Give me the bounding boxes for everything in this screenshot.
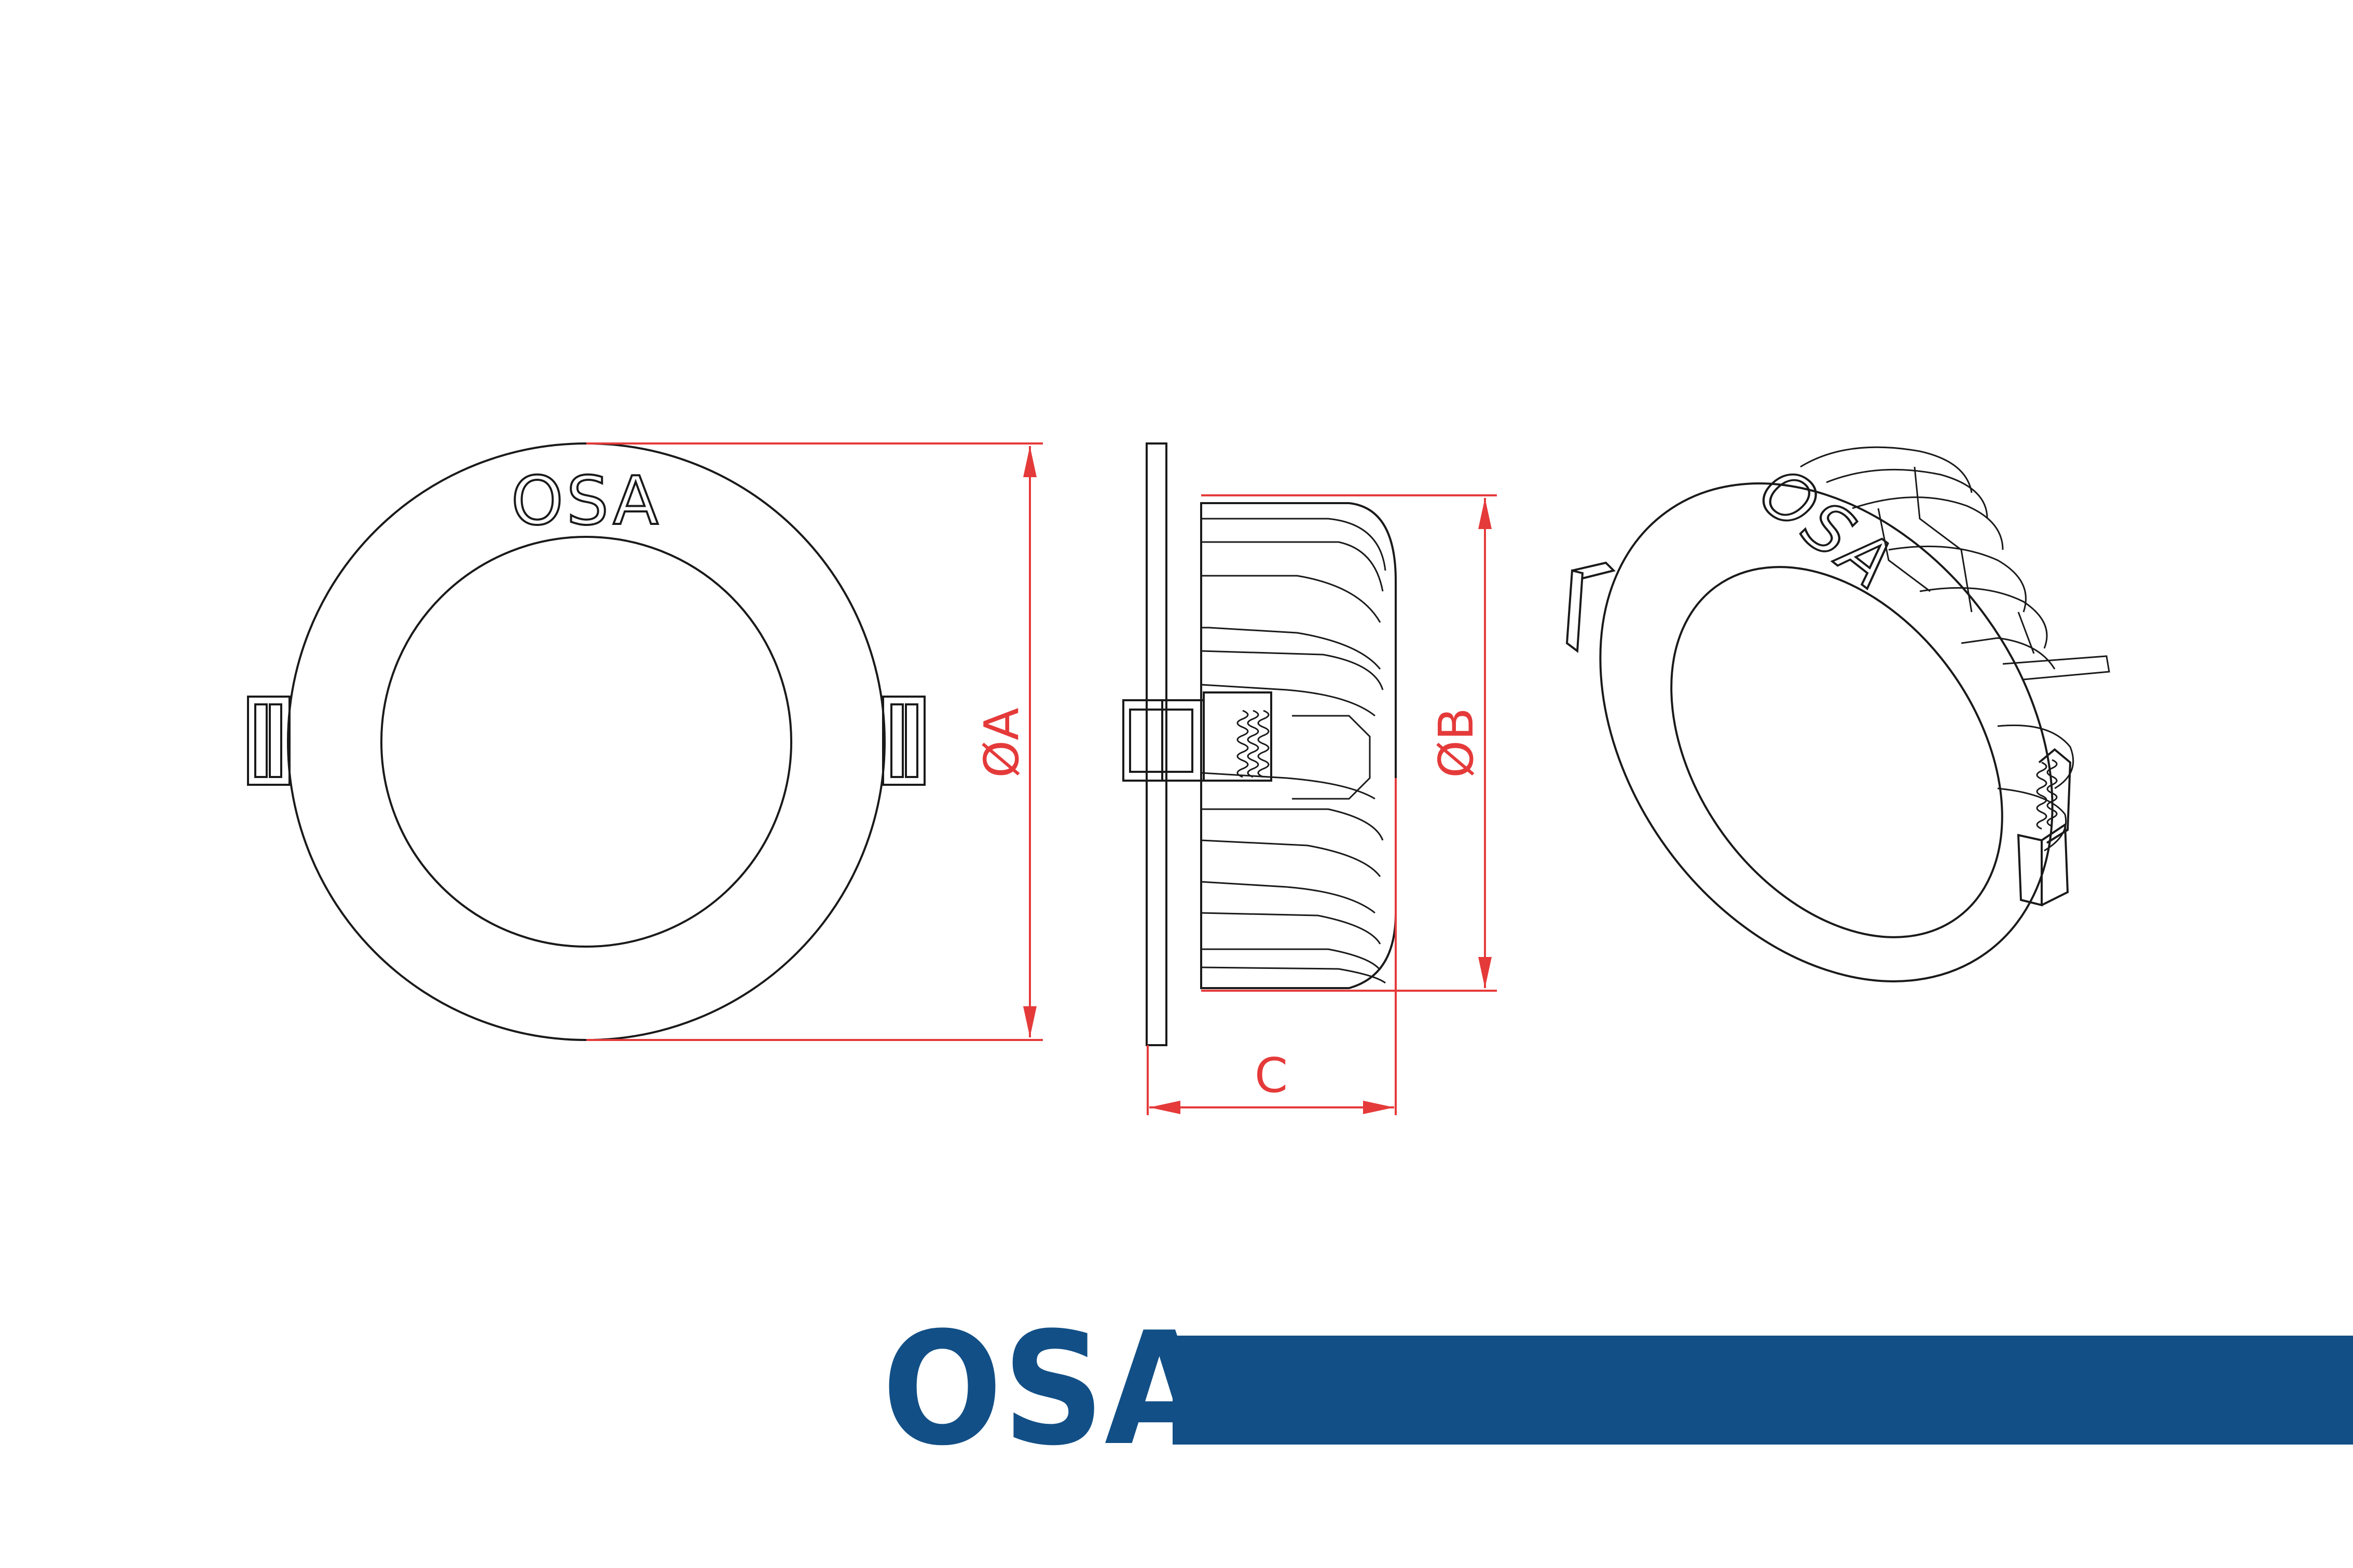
dimension-c-label: C <box>1255 1048 1288 1103</box>
dimension-a <box>586 442 1043 1041</box>
front-left-clip <box>247 696 291 786</box>
front-lens <box>380 536 792 948</box>
perspective-spring-coil <box>2036 759 2058 830</box>
perspective-right-clip <box>2017 748 2072 907</box>
dimension-b-label: ØB <box>1428 707 1484 778</box>
front-embossed-logo: OSA <box>511 463 662 540</box>
brand-bar <box>1173 1336 2353 1445</box>
perspective-embossed-logo: OSA <box>1740 455 1914 602</box>
brand-banner: OSA <box>882 1299 2353 1480</box>
perspective-lens <box>1670 566 2003 938</box>
dimension-c <box>1147 778 1397 1115</box>
dimension-b <box>1201 494 1497 992</box>
side-view <box>1122 442 1397 1046</box>
brand-logo: OSA <box>882 1299 1215 1480</box>
perspective-bezel <box>1599 482 2054 982</box>
perspective-heatsink <box>1800 446 2110 852</box>
dimension-a-label: ØA <box>974 707 1029 778</box>
side-bezel <box>1146 442 1167 1046</box>
side-spring-clip <box>1122 691 1272 782</box>
perspective-view: OSA <box>1565 446 2110 982</box>
front-right-clip <box>882 696 926 786</box>
side-spring-coil <box>1236 710 1270 778</box>
perspective-left-clip <box>1565 561 1616 653</box>
side-heatsink-fins <box>1201 518 1386 984</box>
front-view: OSA <box>247 442 926 1041</box>
